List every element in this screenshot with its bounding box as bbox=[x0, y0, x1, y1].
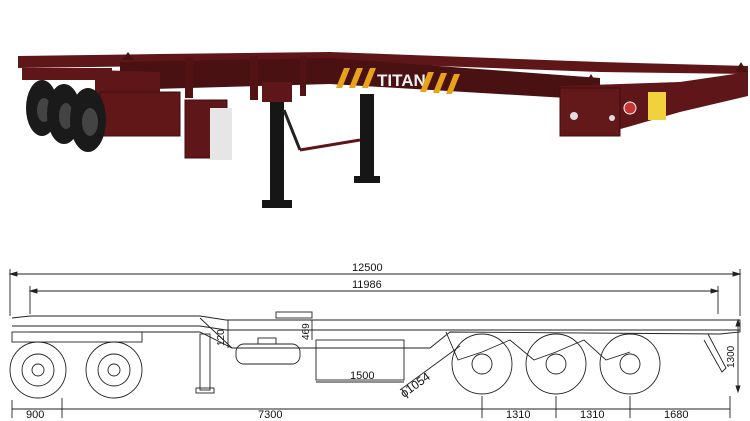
drawing-leg-foot bbox=[195, 387, 215, 394]
dim-front-overhang-label: 900 bbox=[26, 409, 44, 421]
cross-member bbox=[185, 58, 193, 98]
technical-drawing bbox=[8, 269, 742, 418]
drawing-front-fender bbox=[11, 331, 143, 343]
dim-frame-label: 11986 bbox=[352, 279, 382, 291]
dim-axle-spacing-1-label: 1310 bbox=[506, 409, 530, 421]
drawing-suspension bbox=[445, 331, 631, 361]
frame-side-rail bbox=[120, 58, 600, 100]
landing-leg-far bbox=[299, 94, 380, 183]
dim-overall-label: 12500 bbox=[352, 262, 383, 274]
rear-emblem bbox=[623, 101, 637, 115]
landing-leg-near bbox=[262, 82, 302, 208]
dim-rear-overhang-label: 1680 bbox=[664, 409, 688, 421]
cross-member bbox=[250, 56, 258, 100]
dim-diameter-label: ϕ1054 bbox=[398, 369, 434, 400]
dim-height-label: 1300 bbox=[726, 345, 737, 368]
twist-lock-rear bbox=[585, 74, 597, 84]
frame-outline bbox=[11, 311, 741, 381]
axle-hanger bbox=[22, 68, 112, 80]
twist-lock-front bbox=[122, 52, 134, 60]
trailer-photo: TITAN bbox=[18, 52, 748, 208]
dim-120-label: 120 bbox=[216, 329, 227, 346]
drawing-wheel-rear-3 bbox=[599, 333, 661, 395]
warning-stripes-left bbox=[336, 68, 376, 88]
toolbox bbox=[99, 91, 181, 137]
twist-lock-rear-right bbox=[735, 62, 747, 72]
dim-frame-length bbox=[28, 286, 720, 314]
dim-bottom-chain bbox=[11, 396, 731, 418]
drawing-wheel-rear-1 bbox=[451, 333, 513, 395]
dim-height bbox=[735, 318, 741, 394]
cross-member bbox=[300, 56, 306, 96]
dim-kingpin-axle-label: 7300 bbox=[258, 409, 282, 421]
dim-overall-length bbox=[8, 269, 742, 316]
dim-diameter-leader bbox=[399, 345, 461, 391]
dim-1500-label: 1500 bbox=[350, 370, 374, 382]
drawing-landing-leg bbox=[199, 333, 211, 391]
wheel-3 bbox=[70, 88, 106, 152]
leg-bracket bbox=[262, 82, 292, 102]
rear-sticker bbox=[648, 92, 666, 120]
rear-box bbox=[559, 87, 621, 137]
drawing-wheel-rear-2 bbox=[525, 333, 587, 395]
drawing-rear-bumper bbox=[703, 333, 727, 373]
warning-stripes-right bbox=[420, 72, 460, 94]
rear-light-2 bbox=[609, 115, 615, 121]
side-plate bbox=[210, 108, 232, 160]
dim-469-label: 469 bbox=[301, 323, 312, 340]
brand-label: TITAN bbox=[377, 71, 426, 90]
dim-axle-spacing-2-label: 1310 bbox=[580, 409, 604, 421]
drawing-wheel-front-2 bbox=[85, 341, 143, 399]
drawing-wheel-front-1 bbox=[9, 341, 67, 399]
rear-light bbox=[570, 112, 578, 120]
